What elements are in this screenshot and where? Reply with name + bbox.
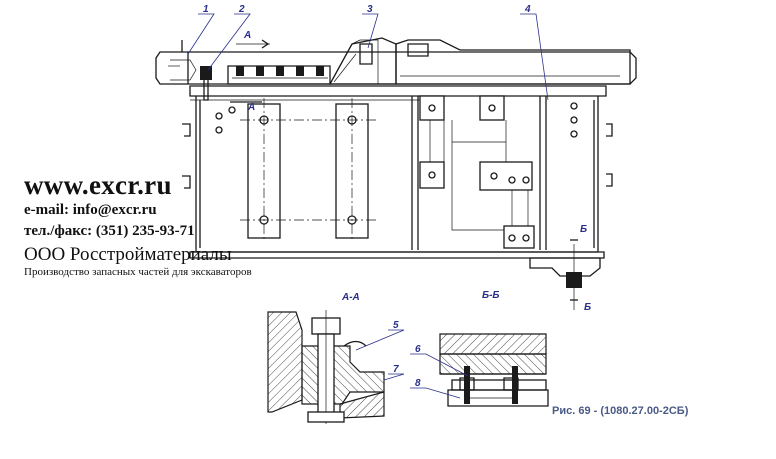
callout-7: 7	[393, 364, 399, 375]
phone-line: тел./факс: (351) 235-93-71	[24, 223, 195, 239]
section-mark-a-bottom: A	[247, 102, 255, 113]
callout-2: 2	[238, 4, 245, 15]
email-line: e-mail: info@excr.ru	[24, 202, 157, 218]
site-url: www.excr.ru	[24, 170, 172, 200]
callout-8: 8	[415, 378, 421, 389]
view-title-b-b: Б-Б	[482, 290, 500, 301]
callout-1: 1	[203, 4, 209, 15]
section-mark-b-top: Б	[580, 224, 587, 235]
company-name: ООО Росстройматериалы	[24, 244, 232, 265]
view-title-a-a: А-А	[341, 292, 360, 303]
section-a-a	[267, 310, 385, 424]
figure-caption: Рис. 69 - (1080.27.00-2СБ)	[552, 405, 689, 417]
leader-lines	[187, 13, 549, 399]
callout-3: 3	[367, 4, 373, 15]
watermark-block: www.excr.ru e-mail: info@excr.ru тел./фа…	[24, 170, 252, 279]
callout-5: 5	[393, 320, 399, 331]
section-b-b	[439, 333, 549, 407]
company-tagline: Производство запасных частей для экскава…	[24, 266, 252, 278]
main-view	[155, 37, 637, 310]
section-mark-b-bottom: Б	[584, 302, 591, 313]
callout-6: 6	[415, 344, 421, 355]
callout-4: 4	[524, 4, 531, 15]
section-mark-a-top: A	[243, 30, 251, 41]
roller-row	[227, 65, 331, 85]
